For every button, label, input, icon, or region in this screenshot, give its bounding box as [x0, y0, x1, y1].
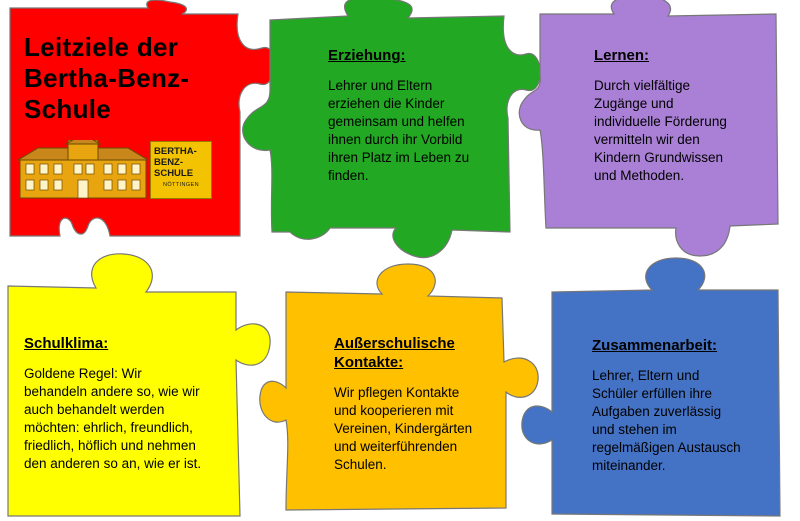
school-logo: BERTHA- BENZ- SCHULE NÖTTINGEN — [150, 141, 212, 199]
section-kontakte: Außerschulische Kontakte: Wir pflegen Ko… — [334, 334, 502, 474]
body-line: Durch vielfältige — [594, 78, 691, 93]
body-line: erziehen die Kinder — [328, 96, 445, 111]
body-line: Schüler erfüllen ihre — [592, 386, 713, 401]
body-line: miteinander. — [592, 458, 666, 473]
section-heading-line: Außerschulische — [334, 335, 455, 352]
body-line: vermitteln wir den — [594, 132, 700, 147]
body-line: ihren Platz im Leben zu — [328, 150, 470, 165]
logo-line: SCHULE — [154, 168, 194, 179]
body-line: behandeln andere so, wie wir — [24, 384, 200, 399]
title-line: Bertha-Benz- — [24, 63, 190, 93]
logo-line: BENZ- — [154, 157, 184, 168]
body-line: Vereinen, Kindergärten — [334, 421, 473, 436]
body-line: Aufgaben zuverlässig — [592, 404, 722, 419]
body-line: finden. — [328, 168, 369, 183]
section-zusammenarbeit: Zusammenarbeit: Lehrer, Eltern und Schül… — [592, 336, 772, 475]
body-line: friedlich, höflich und nehmen — [24, 438, 196, 453]
body-line: Kindern Grundwissen — [594, 150, 724, 165]
puzzle-piece-yellow — [7, 253, 271, 517]
school-building-icon — [18, 140, 148, 199]
title-line: Schule — [24, 94, 112, 124]
puzzle-piece-green — [242, 0, 541, 259]
body-line: auch behandelt werden — [24, 402, 165, 417]
section-body: Lehrer, Eltern und Schüler erfüllen ihre… — [592, 367, 772, 475]
body-line: Zugänge und — [594, 96, 674, 111]
logo-line: BERTHA- — [154, 146, 197, 157]
body-line: den anderen so an, wie er ist. — [24, 456, 202, 471]
body-line: Lehrer und Eltern — [328, 78, 433, 93]
body-line: und Methoden. — [594, 168, 685, 183]
logo-subtitle: NÖTTINGEN — [163, 182, 199, 188]
body-line: und kooperieren mit — [334, 403, 454, 418]
section-erziehung: Erziehung: Lehrer und Eltern erziehen di… — [328, 46, 498, 185]
body-line: Lehrer, Eltern und — [592, 368, 700, 383]
puzzle-piece-orange — [259, 263, 539, 511]
section-heading: Lernen: — [594, 47, 650, 64]
body-line: Schulen. — [334, 457, 387, 472]
section-heading-line: Kontakte: — [334, 354, 404, 371]
body-line: Goldene Regel: Wir — [24, 366, 142, 381]
body-line: regelmäßigen Austausch — [592, 440, 741, 455]
section-body: Wir pflegen Kontakte und kooperieren mit… — [334, 384, 502, 474]
puzzle-piece-purple — [518, 0, 779, 257]
section-heading: Erziehung: — [328, 47, 406, 64]
page-title: Leitziele der Bertha-Benz- Schule — [24, 32, 189, 125]
puzzle-piece-blue — [521, 257, 781, 517]
title-line: Leitziele der — [24, 32, 179, 62]
section-heading: Zusammenarbeit: — [592, 337, 718, 354]
body-line: möchten: ehrlich, freundlich, — [24, 420, 193, 435]
section-body: Goldene Regel: Wir behandeln andere so, … — [24, 365, 234, 473]
section-body: Durch vielfältige Zugänge und individuel… — [594, 77, 764, 185]
body-line: und stehen im — [592, 422, 677, 437]
body-line: ihnen durch ihr Vorbild — [328, 132, 463, 147]
section-lernen: Lernen: Durch vielfältige Zugänge und in… — [594, 46, 764, 185]
body-line: individuelle Förderung — [594, 114, 727, 129]
body-line: gemeinsam und helfen — [328, 114, 465, 129]
body-line: Wir pflegen Kontakte — [334, 385, 460, 400]
section-heading: Schulklima: — [24, 335, 109, 352]
body-line: und weiterführenden — [334, 439, 458, 454]
section-body: Lehrer und Eltern erziehen die Kinder ge… — [328, 77, 498, 185]
section-schulklima: Schulklima: Goldene Regel: Wir behandeln… — [24, 334, 234, 473]
